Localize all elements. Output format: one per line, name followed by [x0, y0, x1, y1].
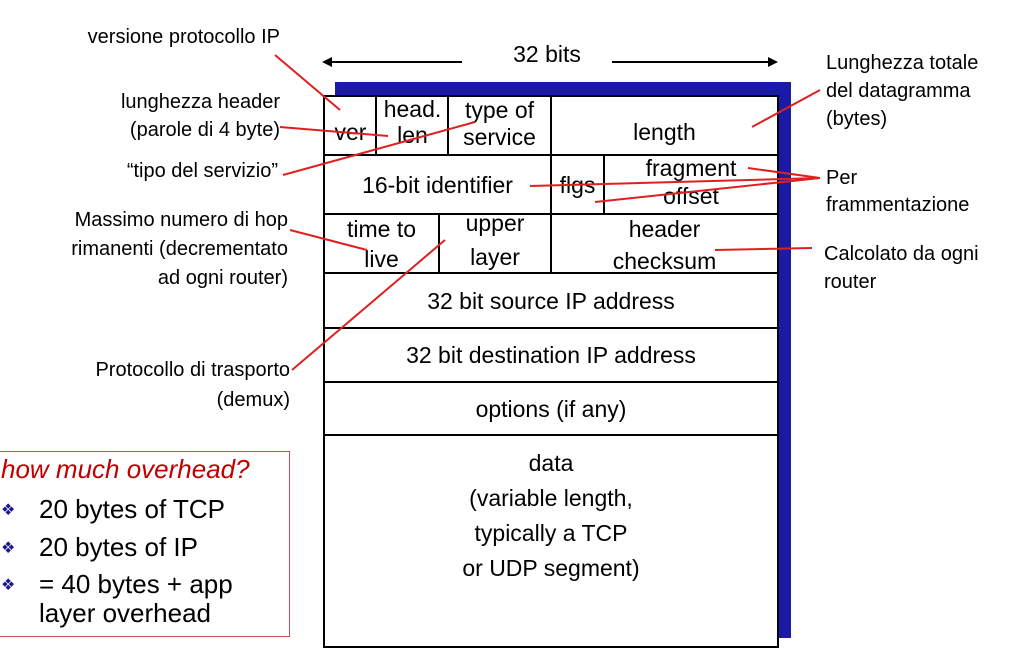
calcolato-line1: Calcolato da ogni — [824, 243, 979, 265]
label-calcolato: Calcolato da ogni router — [824, 240, 1029, 296]
hop-line1: Massimo numero di hop — [74, 209, 288, 231]
tos-line2: service — [463, 123, 536, 150]
diamond-bullet-icon: ❖ — [1, 577, 16, 595]
header-checksum-field: header checksum — [552, 215, 777, 274]
label-lunghezza-header: lunghezza header (parole di 4 byte) — [30, 88, 280, 144]
label-protocollo-trasporto: Protocollo di trasporto (demux) — [30, 355, 290, 415]
checksum-line2: checksum — [612, 247, 717, 274]
fragment-offset-field: fragment offset — [605, 154, 777, 213]
data-line4: or UDP segment) — [462, 555, 640, 581]
calcolato-line2: router — [824, 271, 877, 293]
time-to-live-field: time to live — [325, 215, 438, 272]
source-ip-label: 32 bit source IP address — [427, 287, 675, 314]
ttl-line1: time to — [346, 215, 417, 242]
protocollo-line1: Protocollo di trasporto — [95, 359, 290, 381]
overhead-bullet-3-cont: layer overhead — [39, 598, 211, 628]
tipo-servizio-text: “tipo del servizio” — [126, 160, 278, 182]
overhead-bullet-3: ❖ = 40 bytes + app — [1, 569, 233, 601]
bits-label: 32 bits — [513, 41, 581, 67]
diamond-bullet-icon: ❖ — [1, 540, 16, 558]
label-frammentazione: Per frammentazione — [826, 165, 1026, 219]
bullet-3-text: = 40 bytes + app — [39, 569, 233, 599]
bullet-2-text: 20 bytes of IP — [39, 532, 198, 562]
label-versione: versione protocollo IP — [30, 24, 280, 51]
overhead-bullet-2: ❖ 20 bytes of IP — [1, 532, 198, 564]
options-label: options (if any) — [475, 395, 627, 422]
upper-layer-field: upper layer — [440, 210, 550, 272]
data-line1: data — [528, 450, 574, 476]
lunghezza-totale-line2: del datagramma — [826, 80, 971, 102]
label-tipo-servizio: “tipo del servizio” — [30, 158, 278, 185]
fragment-line1: fragment — [645, 154, 737, 181]
head-len-field: head. len — [377, 95, 448, 154]
type-of-service-field: type of service — [449, 97, 550, 154]
head-len-line2: len — [397, 121, 428, 148]
head-len-line1: head. — [383, 95, 442, 122]
versione-text: versione protocollo IP — [87, 26, 280, 48]
overhead-box: how much overhead? ❖ 20 bytes of TCP ❖ 20 … — [0, 451, 290, 637]
ttl-line2: live — [364, 245, 399, 272]
overhead-title: how much overhead? — [1, 454, 250, 484]
data-field: data (variable length, typically a TCP o… — [325, 446, 777, 586]
length-field: length — [552, 97, 777, 154]
hop-line2: rimanenti (decrementato — [71, 238, 288, 260]
diamond-bullet-icon: ❖ — [1, 502, 16, 520]
data-line2: (variable length, — [469, 485, 633, 511]
hop-line3: ad ogni router) — [157, 267, 288, 289]
frammentazione-line2: frammentazione — [826, 194, 970, 216]
identifier-field: 16-bit identifier — [325, 156, 550, 213]
source-ip-field: 32 bit source IP address — [325, 274, 777, 327]
frammentazione-line1: Per — [826, 167, 858, 189]
destination-ip-label: 32 bit destination IP address — [406, 342, 696, 368]
flags-label: flgs — [559, 171, 596, 198]
bullet-1-text: 20 bytes of TCP — [39, 494, 225, 524]
flags-field: flgs — [552, 156, 603, 213]
destination-ip-field: 32 bit destination IP address — [325, 329, 777, 381]
label-lunghezza-totale: Lunghezza totale del datagramma (bytes) — [826, 49, 1031, 133]
upper-line1: upper — [465, 209, 525, 236]
lunghezza-header-line1: lunghezza header — [120, 91, 280, 113]
lunghezza-totale-line3: (bytes) — [826, 108, 888, 130]
protocollo-line2: (demux) — [216, 389, 290, 411]
data-line3: typically a TCP — [474, 520, 628, 546]
fragment-line2: offset — [663, 182, 719, 209]
identifier-label: 16-bit identifier — [362, 171, 513, 198]
tos-line1: type of — [464, 96, 535, 123]
ver-field: ver — [325, 97, 376, 154]
bits-width-indicator: 32 bits — [322, 40, 780, 72]
ip-datagram: ver head. len type of service length 16-… — [323, 95, 779, 648]
length-label: length — [633, 118, 696, 145]
overhead-bullet-1: ❖ 20 bytes of TCP — [1, 494, 225, 526]
checksum-line1: header — [628, 215, 701, 242]
bullet-3-cont-text: layer overhead — [39, 598, 211, 628]
upper-line2: layer — [470, 243, 520, 270]
options-field: options (if any) — [325, 383, 777, 434]
label-massimo-hop: Massimo numero di hop rimanenti (decreme… — [10, 206, 288, 293]
lunghezza-header-line2: (parole di 4 byte) — [129, 119, 280, 141]
ver-label: ver — [334, 118, 367, 145]
lunghezza-totale-line1: Lunghezza totale — [826, 52, 979, 74]
